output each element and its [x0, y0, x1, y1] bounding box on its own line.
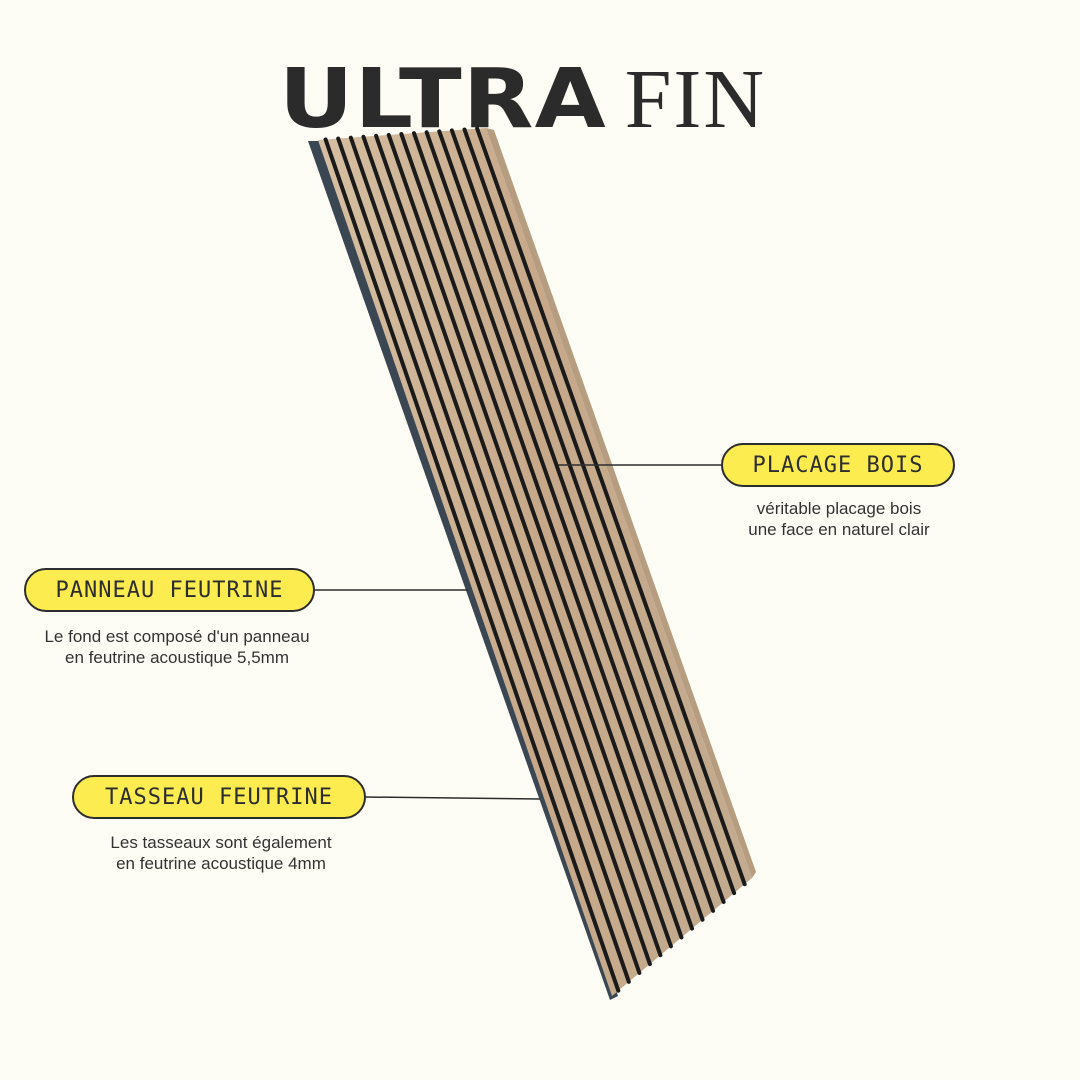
desc-tasseau-feutrine-line1: Les tasseaux sont également [110, 833, 332, 852]
desc-placage-bois-line1: véritable placage bois [756, 499, 922, 518]
panel-edge [486, 128, 756, 878]
slat-groove [386, 132, 673, 949]
slat-groove [348, 135, 642, 975]
label-tasseau-feutrine: TASSEAU FEUTRINE [72, 775, 366, 819]
desc-placage-bois-line2: une face en naturel clair [748, 520, 930, 539]
slat-groove [449, 128, 726, 904]
title-ultra: ULTRA [278, 52, 607, 147]
slat-groove [462, 127, 737, 896]
desc-tasseau-feutrine: Les tasseaux sont également en feutrine … [71, 832, 371, 874]
slat-groove [424, 130, 705, 922]
label-panneau-feutrine: PANNEAU FEUTRINE [24, 568, 315, 612]
desc-tasseau-feutrine-line2: en feutrine acoustique 4mm [116, 854, 326, 873]
leader-tasseau-feutrine [364, 796, 541, 800]
desc-panneau-feutrine-line2: en feutrine acoustique 5,5mm [65, 648, 289, 667]
desc-placage-bois: véritable placage bois une face en natur… [699, 498, 979, 540]
desc-panneau-feutrine-line1: Le fond est composé d'un panneau [44, 627, 310, 646]
slat-groove [475, 126, 747, 887]
slat-groove [437, 129, 716, 913]
title-fin: FIN [624, 53, 767, 146]
slat-grooves [323, 126, 747, 993]
slat-groove [374, 133, 663, 958]
label-placage-bois: PLACAGE BOIS [721, 443, 955, 487]
slat-groove [336, 136, 631, 984]
wood-veneer-face [318, 128, 752, 996]
slat-groove [323, 137, 621, 993]
slat-groove [412, 131, 694, 931]
slat-groove [399, 132, 684, 940]
desc-panneau-feutrine: Le fond est composé d'un panneau en feut… [17, 626, 337, 668]
slat-groove [361, 134, 652, 967]
